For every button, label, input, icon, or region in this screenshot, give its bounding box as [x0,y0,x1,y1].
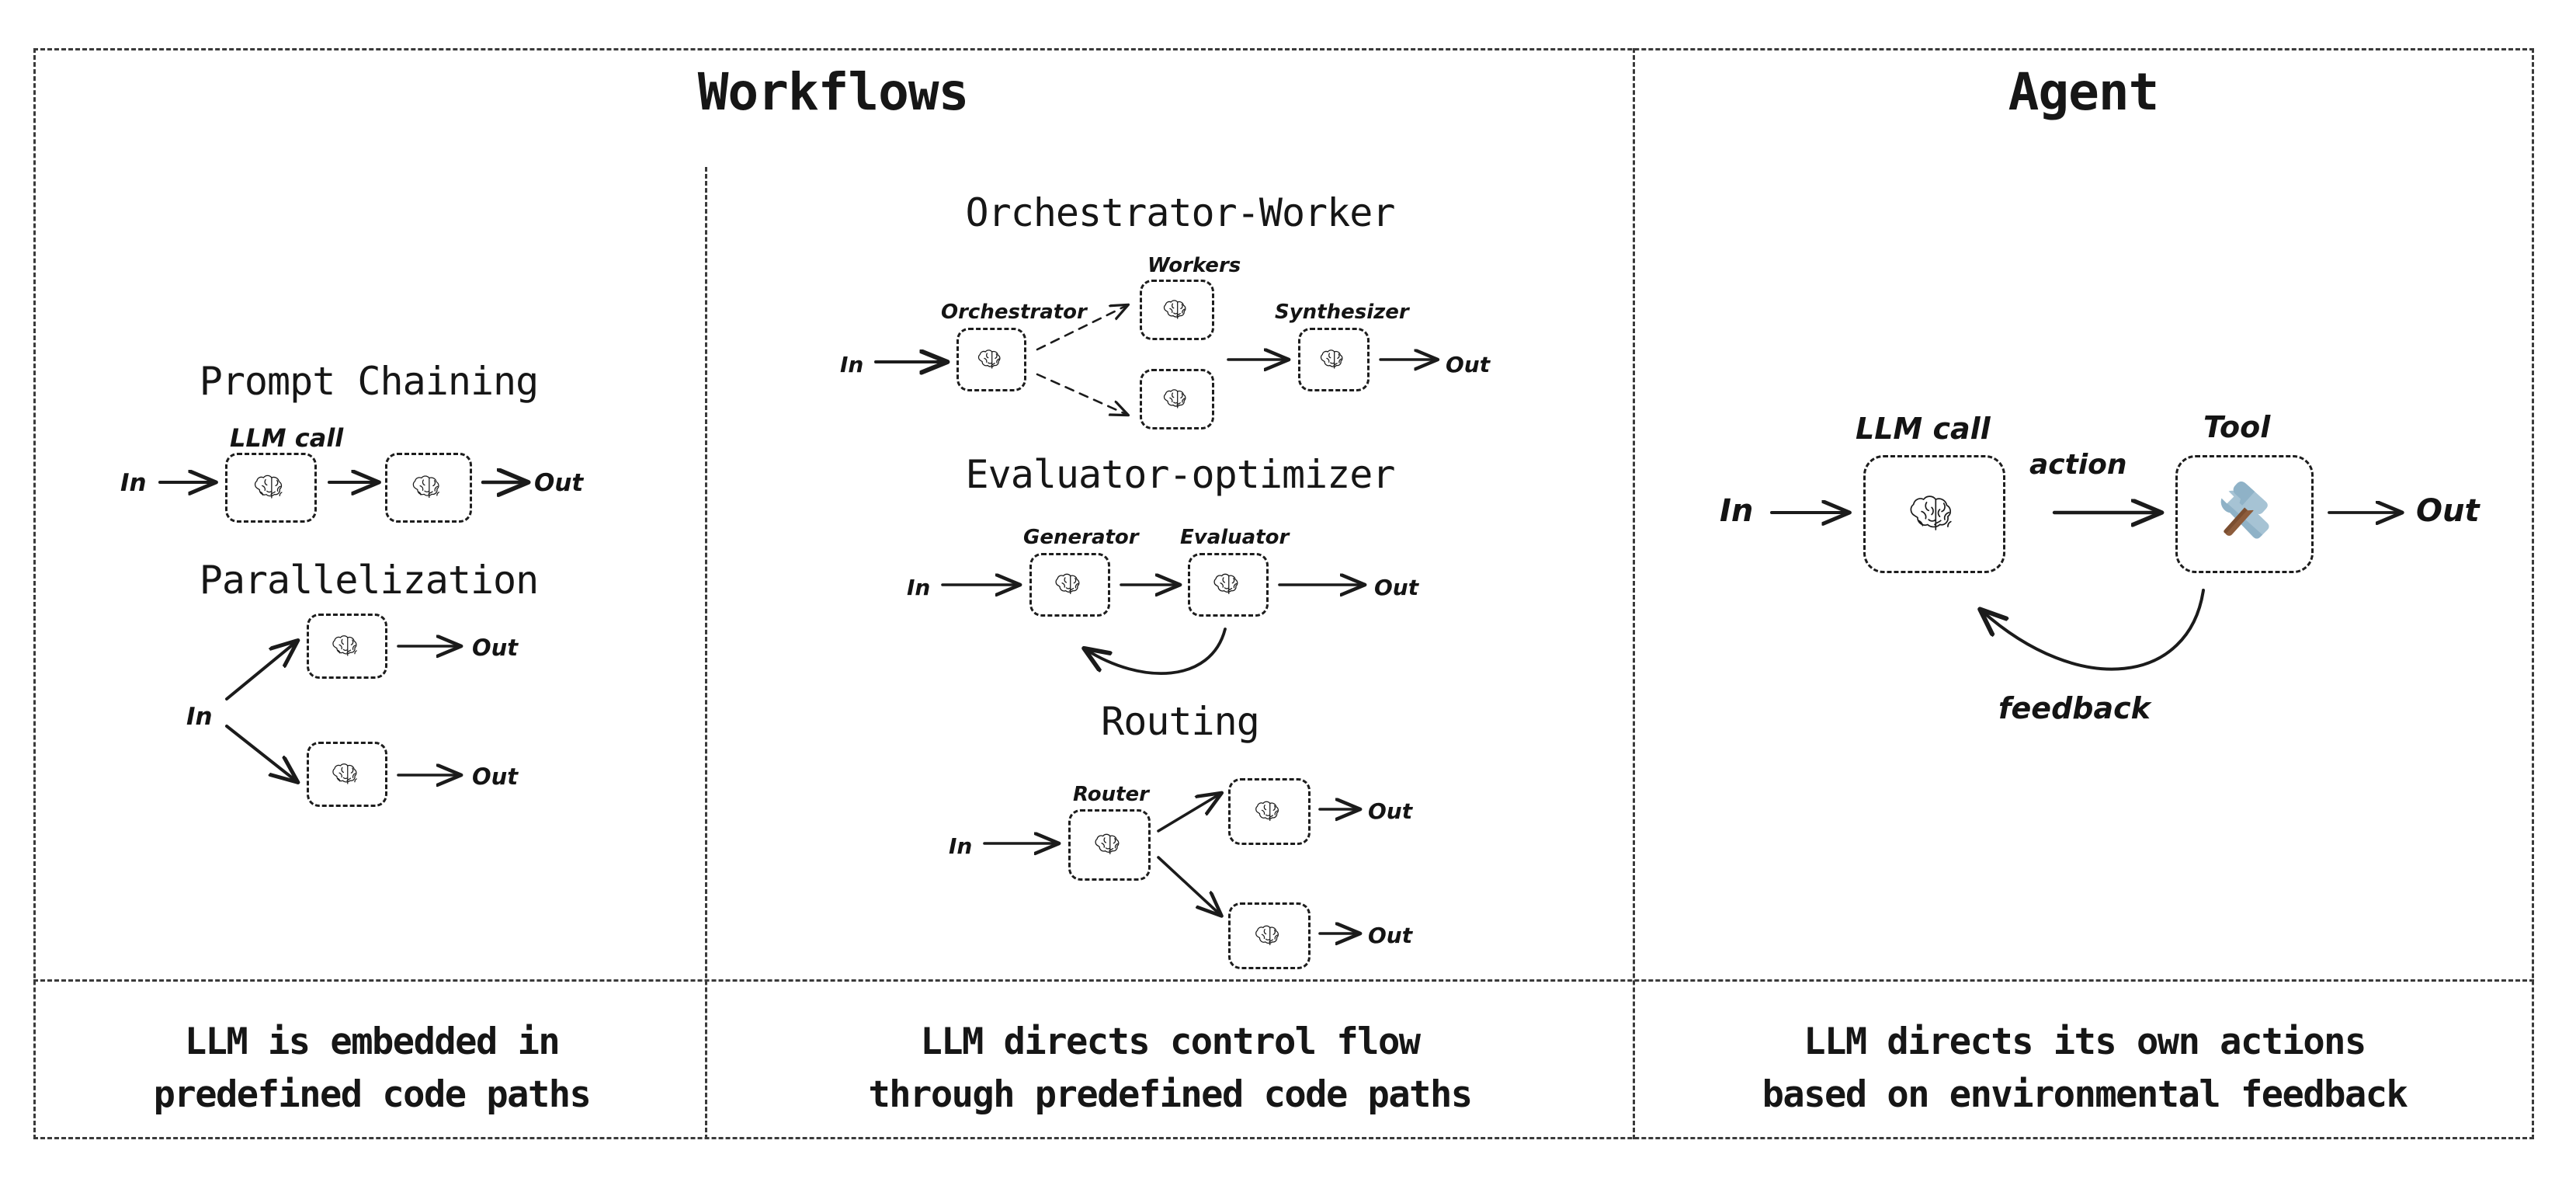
brain-icon [1320,349,1343,369]
hammer-and-wrench-icon [2220,482,2269,539]
parallelization-input-label: In [186,703,213,731]
agent-tool-node[interactable] [2175,455,2314,573]
brain-icon [1163,299,1186,319]
agent-llm-node[interactable] [1863,455,2005,573]
agent-input-label: In [1720,493,1754,529]
pattern-title-prompt-chaining: Prompt Chaining [199,359,540,404]
brain-icon [412,475,439,499]
brain-icon [977,349,1001,369]
brain-icon [1163,388,1186,409]
caption-middle: LLM directs control flow through predefi… [868,1020,1473,1117]
router-node[interactable] [1068,809,1151,881]
orchestrator-label: Orchestrator [941,301,1087,324]
pattern-title-orchestrator-worker: Orchestrator-Worker [965,190,1396,235]
brain-icon [332,635,357,656]
orchestrator-worker-input-label: In [840,352,864,377]
routing-target-node-bottom[interactable] [1228,902,1311,969]
agent-tool-label: Tool [2203,410,2271,444]
router-label: Router [1073,783,1149,806]
agent-output-label: Out [2416,493,2480,529]
synthesizer-node[interactable] [1298,328,1370,391]
worker-node-top[interactable] [1140,280,1214,340]
divider-caption-row [33,979,2534,982]
generator-node[interactable] [1029,553,1110,617]
prompt-chaining-llm-node-2[interactable] [385,453,472,523]
brain-icon [1095,833,1120,855]
agent-feedback-label: feedback [1998,691,2151,725]
panel-title-workflows: Workflows [697,62,970,122]
panel-title-agent: Agent [2008,62,2160,122]
workers-label: Workers [1147,254,1241,277]
agent-action-label: action [2029,449,2127,481]
agent-llm-call-label: LLM call [1856,412,1991,446]
divider-workflows-agent [1633,48,1635,1139]
pattern-title-evaluator-optimizer: Evaluator-optimizer [965,452,1396,497]
evaluator-label: Evaluator [1180,526,1290,549]
diagram-outer-frame [33,48,2534,1139]
orchestrator-node[interactable] [956,328,1026,391]
brain-icon [1055,573,1080,595]
parallelization-llm-node-bottom[interactable] [307,742,387,807]
brain-icon [332,763,357,784]
prompt-chaining-llm-call-label: LLM call [230,423,344,453]
brain-icon [1213,573,1238,595]
prompt-chaining-input-label: In [120,469,147,497]
pattern-title-routing: Routing [1101,699,1260,744]
parallelization-llm-node-top[interactable] [307,614,387,679]
evaluator-optimizer-output-label: Out [1374,575,1419,600]
routing-output-top-label: Out [1368,798,1413,824]
pattern-title-parallelization: Parallelization [199,558,540,603]
synthesizer-label: Synthesizer [1275,301,1409,324]
routing-target-node-top[interactable] [1228,778,1311,845]
prompt-chaining-llm-node-1[interactable] [225,453,317,523]
parallelization-output-bottom-label: Out [472,763,519,790]
caption-left: LLM is embedded in predefined code paths [153,1020,592,1117]
evaluator-node[interactable] [1188,553,1269,617]
brain-icon [1255,925,1279,945]
generator-label: Generator [1023,526,1139,549]
routing-input-label: In [949,833,973,859]
prompt-chaining-output-label: Out [534,469,584,497]
routing-output-bottom-label: Out [1368,923,1413,948]
brain-icon [1910,495,1952,530]
evaluator-optimizer-input-label: In [907,575,931,600]
caption-right: LLM directs its own actions based on env… [1762,1020,2408,1117]
brain-icon [254,475,283,499]
parallelization-output-top-label: Out [472,635,519,661]
worker-node-bottom[interactable] [1140,369,1214,429]
divider-left-middle [705,167,707,1139]
brain-icon [1255,801,1279,821]
orchestrator-worker-output-label: Out [1446,352,1491,377]
